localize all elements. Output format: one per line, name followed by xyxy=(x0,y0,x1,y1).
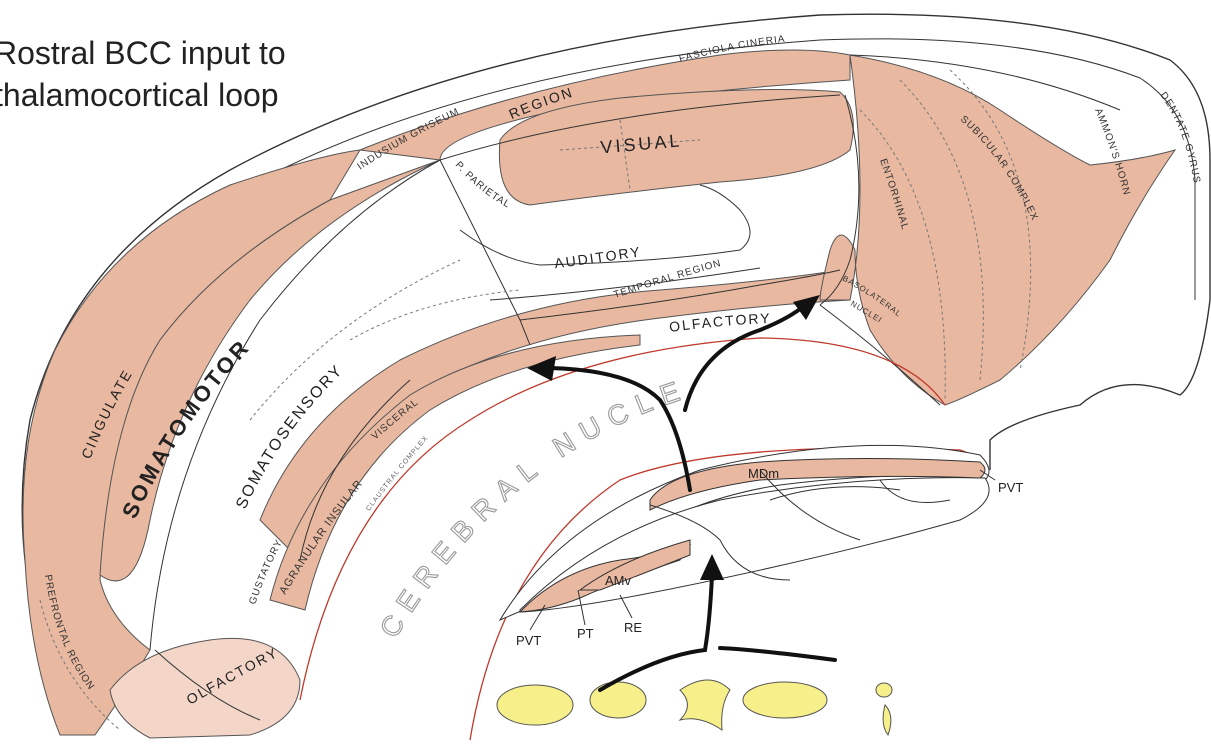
label-pt: PT xyxy=(577,626,594,641)
yellow-structure-4 xyxy=(743,682,827,718)
yellow-structure-5 xyxy=(876,683,892,697)
yellow-structure-6 xyxy=(883,705,891,735)
label-re: RE xyxy=(624,620,642,635)
label-auditory: AUDITORY xyxy=(553,243,642,271)
yellow-structure-2 xyxy=(590,682,646,718)
thalamus-region xyxy=(500,445,989,620)
label-pvt-left: PVT xyxy=(516,633,541,648)
yellow-structure-3 xyxy=(680,680,730,730)
label-mdm: MDm xyxy=(748,466,779,481)
label-amv: AMv xyxy=(605,573,632,588)
label-dentate-gyrus: DENTATE GYRUS xyxy=(1158,90,1202,185)
yellow-structure-1 xyxy=(497,685,573,725)
yellow-structures xyxy=(497,680,892,735)
region-hippocampal-fill xyxy=(820,55,1175,405)
arrow-lower-right-branch xyxy=(720,648,835,660)
label-pvt-right: PVT xyxy=(998,480,1023,495)
